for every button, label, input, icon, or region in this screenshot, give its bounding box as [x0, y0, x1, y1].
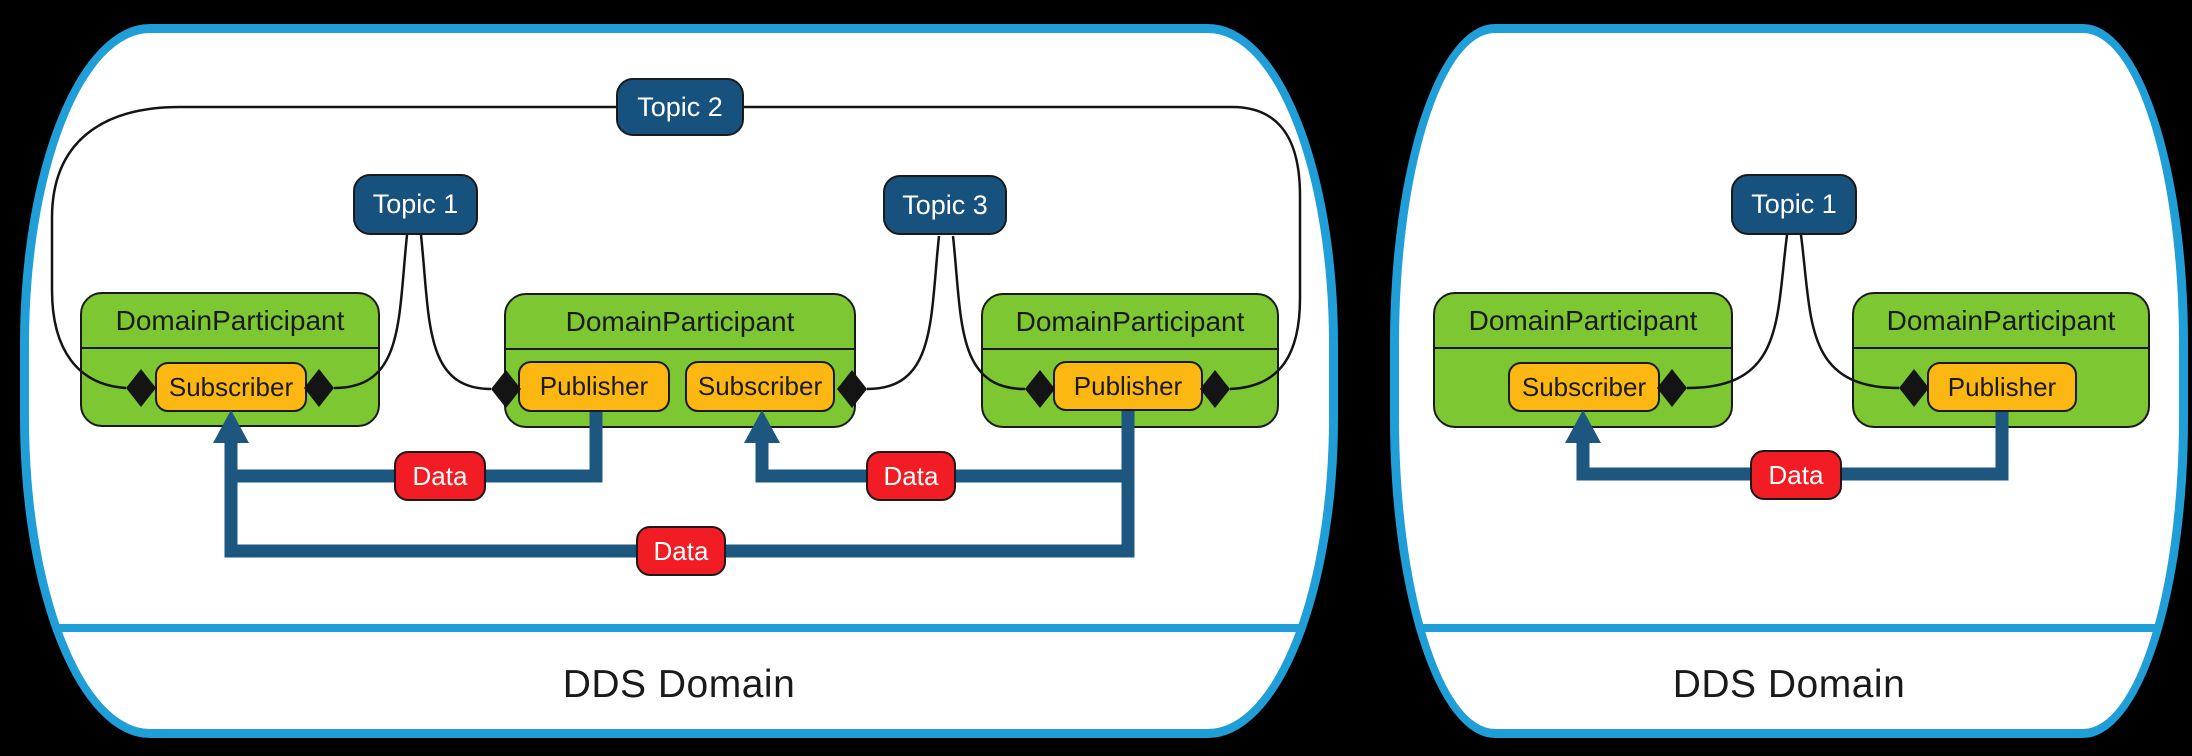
- flow-arrowhead-sub1: [213, 410, 249, 443]
- diamond-pub2-left: [491, 370, 521, 408]
- topic1-connector-right: [419, 234, 492, 391]
- domain-participant-5: DomainParticipant Publisher: [1852, 292, 2150, 428]
- diamond-sub4-right: [1657, 369, 1687, 407]
- topic2-connector-left: [50, 105, 616, 390]
- domain-participant-3: DomainParticipant Publisher: [981, 293, 1279, 428]
- data-badge-flow4: Data: [1750, 450, 1842, 500]
- topic3-connector-left: [866, 235, 941, 391]
- topic1b-connector-right: [1799, 234, 1900, 390]
- topic2-connector-right: [744, 105, 1302, 391]
- topic1b-connector-left: [1686, 234, 1789, 390]
- topic1-badge-domain2: Topic 1: [1731, 174, 1857, 235]
- participant-title: DomainParticipant: [1435, 294, 1731, 349]
- subscriber-endpoint: Subscriber: [685, 361, 835, 412]
- diamond-pub3-left: [1025, 370, 1055, 408]
- domain-participant-4: DomainParticipant Subscriber: [1433, 292, 1733, 428]
- diamond-pub5-left: [1899, 369, 1929, 407]
- publisher-endpoint: Publisher: [1053, 361, 1203, 411]
- data-badge-flow1: Data: [394, 451, 486, 501]
- topic2-badge: Topic 2: [616, 78, 744, 136]
- participant-title: DomainParticipant: [82, 294, 378, 349]
- participant-title: DomainParticipant: [983, 295, 1277, 350]
- diamond-sub1-right: [304, 369, 334, 407]
- domain-footer-divider: [1417, 624, 2161, 632]
- dds-domain-label: DDS Domain: [562, 663, 796, 706]
- participant-title: DomainParticipant: [1854, 294, 2148, 349]
- publisher-endpoint: Publisher: [1927, 362, 2077, 412]
- domain-participant-2: DomainParticipant Publisher Subscriber: [504, 293, 856, 428]
- composition-diamonds: [126, 369, 1929, 408]
- topic1-badge: Topic 1: [353, 174, 478, 235]
- flow-arrowhead-sub2: [744, 410, 780, 443]
- publisher-endpoint: Publisher: [518, 361, 670, 412]
- data-flow-pub3-to-sub2: [755, 440, 1128, 483]
- data-badge-flow2: Data: [866, 451, 956, 501]
- participant-title: DomainParticipant: [506, 295, 854, 350]
- topic3-connector-right: [951, 235, 1026, 391]
- data-badge-flow3: Data: [636, 526, 726, 576]
- topic3-badge: Topic 3: [883, 175, 1007, 235]
- dds-domain-label: DDS Domain: [1672, 663, 1906, 706]
- flow-arrowhead-sub4: [1565, 410, 1601, 443]
- diamond-sub2-right: [837, 370, 867, 408]
- domain-footer-divider: [53, 624, 1305, 632]
- diamond-pub3-right: [1200, 370, 1230, 408]
- subscriber-endpoint: Subscriber: [1508, 362, 1660, 412]
- diamond-sub1-left: [126, 369, 156, 407]
- domain-participant-1: DomainParticipant Subscriber: [80, 292, 380, 427]
- topic-connector-lines: [50, 105, 1900, 391]
- topic1-connector-left: [333, 234, 409, 390]
- subscriber-endpoint: Subscriber: [155, 362, 307, 412]
